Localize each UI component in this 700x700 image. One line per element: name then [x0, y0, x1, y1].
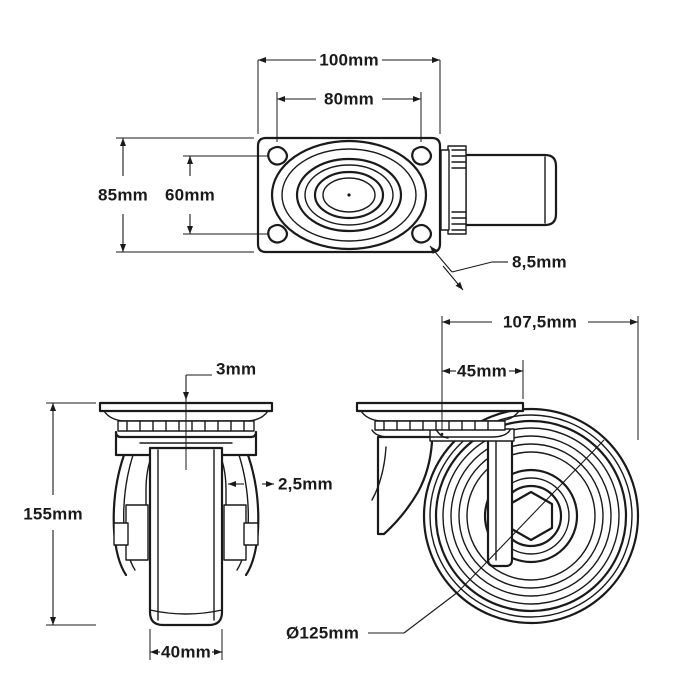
- side-view-wheel: [422, 407, 640, 625]
- top-view-swivel-rings: [270, 139, 428, 251]
- bolt-hole-top-right: [411, 145, 433, 166]
- dimension-plate-thickness: 3mm: [183, 359, 256, 400]
- dimension-swivel-offset: 45mm: [442, 361, 523, 380]
- front-view-axle-hubs: [113, 504, 259, 561]
- front-view: 3mm 2,5mm 155mm 40mm: [23, 359, 333, 661]
- side-view: Ø125mm 107,5mm 45mm: [286, 312, 640, 642]
- front-view-wheel: [148, 446, 224, 627]
- dimension-wheel-width: 40mm: [150, 642, 222, 661]
- dimension-bolt-spacing-width-label: 80mm: [324, 89, 374, 108]
- bolt-hole-bottom-left: [267, 223, 289, 244]
- top-view-swivel-collar: [440, 145, 467, 235]
- dimension-bolt-hole-diameter-label: 8,5mm: [512, 252, 567, 271]
- side-view-fork: [371, 428, 515, 568]
- side-view-mounting-plate: [355, 401, 525, 422]
- bolt-hole-top-left: [267, 145, 289, 166]
- dimension-fork-thickness: 2,5mm: [228, 474, 333, 493]
- dimension-overall-length-label: 107,5mm: [503, 312, 577, 331]
- dimension-wheel-width-label: 40mm: [161, 642, 211, 661]
- dimension-bolt-spacing-width: 80mm: [277, 89, 421, 108]
- side-view-ball-race: [371, 420, 511, 438]
- top-view-extension-lines: [116, 60, 441, 253]
- dimension-wheel-diameter-label: Ø125mm: [286, 623, 359, 642]
- dimension-overall-height: 155mm: [23, 403, 83, 625]
- dimension-wheel-diameter: Ø125mm: [286, 439, 605, 642]
- dimension-fork-thickness-label: 2,5mm: [278, 474, 333, 493]
- dimension-plate-depth-label: 85mm: [98, 185, 148, 204]
- bolt-hole-bottom-right: [411, 223, 433, 244]
- dimension-bolt-spacing-depth-label: 60mm: [165, 185, 215, 204]
- dimension-overall-length: 107,5mm: [442, 312, 638, 331]
- top-view: 100mm 80mm 85mm 60mm 8,5mm: [98, 50, 567, 291]
- dimension-bolt-spacing-depth: 60mm: [165, 156, 215, 234]
- dimension-plate-width-label: 100mm: [319, 50, 379, 69]
- top-view-wheel: [455, 153, 558, 227]
- dimension-plate-width: 100mm: [258, 50, 440, 69]
- dimension-plate-depth: 85mm: [98, 138, 148, 252]
- top-view-bolt-holes: [267, 145, 433, 244]
- dimension-plate-thickness-label: 3mm: [216, 359, 256, 378]
- dimension-overall-height-label: 155mm: [23, 504, 83, 523]
- dimension-swivel-offset-label: 45mm: [457, 361, 507, 380]
- dimension-bolt-hole-diameter: 8,5mm: [429, 245, 567, 291]
